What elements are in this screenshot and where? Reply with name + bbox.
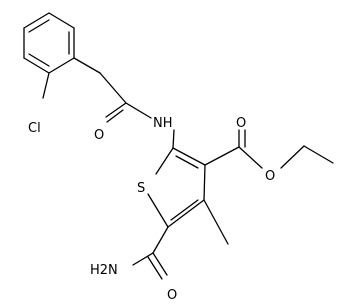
ch2-carbonyl-bond — [99, 72, 127, 104]
ethyl-bond — [303, 145, 334, 164]
o-ethyl-bond — [280, 145, 305, 169]
ester-o-ether-label: O — [265, 169, 275, 184]
thiophene-ring — [147, 147, 206, 228]
carboxamide-nh2-label: H2N — [90, 263, 118, 278]
amide-co-bond-2 — [106, 109, 124, 123]
carboxamide-cn-bond — [132, 252, 154, 266]
ester-c-o-bond — [238, 146, 263, 169]
ring-ester-bond — [204, 146, 240, 166]
amide-nh-label: NH — [153, 116, 173, 131]
c-cl-bond — [42, 72, 50, 99]
carboxamide-co-bond-2 — [147, 256, 163, 280]
ester-o-carbonyl-label: O — [236, 116, 246, 131]
carboxamide-co-bond-1 — [152, 252, 168, 276]
carboxamide-o-label: O — [167, 288, 177, 303]
chlorine-label: Cl — [28, 121, 41, 136]
nh-thiophene-bond — [172, 129, 175, 149]
amide-cn-bond — [125, 102, 152, 119]
amide-o-label: O — [94, 128, 104, 143]
ring-ch2-bond — [73, 57, 101, 74]
methyl-bond — [203, 199, 229, 245]
chlorophenyl-ring — [23, 12, 75, 74]
amide-co-bond-1 — [105, 102, 127, 118]
thiophene-s-label: S — [137, 181, 145, 196]
ring-carboxamide-bond — [152, 226, 169, 254]
